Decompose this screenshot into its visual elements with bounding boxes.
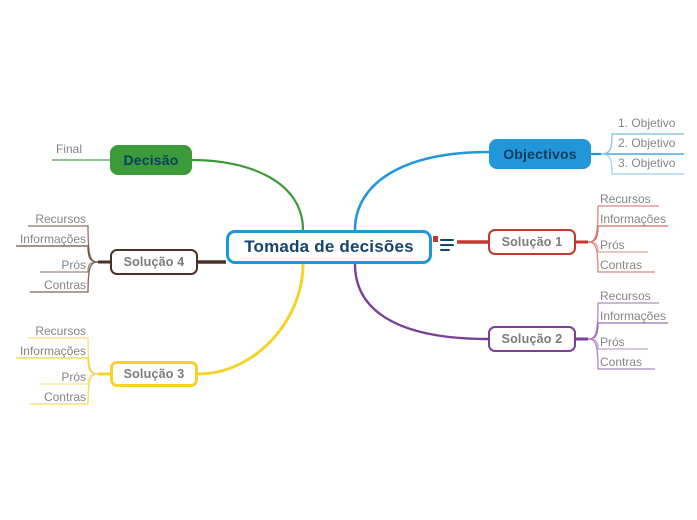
leaf-solucao1-pros[interactable]: Prós: [600, 238, 625, 252]
leaf-solucao2-contras[interactable]: Contras: [600, 355, 643, 369]
node-solucao-3[interactable]: Solução 3: [110, 361, 198, 387]
leaf-solucao1-informacoes[interactable]: Informações: [600, 212, 667, 226]
hamburger-icon[interactable]: [440, 239, 454, 251]
leaf-solucao2-recursos[interactable]: Recursos: [600, 289, 651, 303]
node-objectivos[interactable]: Objectivos: [489, 139, 591, 169]
leaf-objetivo-2[interactable]: 2. Objetivo: [618, 136, 676, 150]
edge-central-objectivos: [353, 150, 490, 231]
edge-central-solucao2: [353, 263, 489, 341]
leaf-objetivo-1[interactable]: 1. Objetivo: [618, 116, 676, 130]
note-marker-icon: [433, 236, 438, 242]
leaf-objetivo-3[interactable]: 3. Objetivo: [618, 156, 676, 170]
node-solucao-4[interactable]: Solução 4: [110, 249, 198, 275]
leaf-solucao4-contras[interactable]: Contras: [43, 278, 86, 292]
node-solucao-1[interactable]: Solução 1: [488, 229, 576, 255]
leaf-solucao1-recursos[interactable]: Recursos: [600, 192, 651, 206]
node-solucao-2[interactable]: Solução 2: [488, 326, 576, 352]
leaf-decisao-final[interactable]: Final: [55, 142, 82, 156]
leaf-solucao2-pros[interactable]: Prós: [600, 335, 625, 349]
edge-central-decisao: [191, 158, 305, 231]
edge-central-solucao3: [197, 263, 305, 376]
leaf-solucao4-informacoes[interactable]: Informações: [19, 232, 86, 246]
leaf-solucao3-pros[interactable]: Prós: [61, 370, 86, 384]
leaf-solucao1-contras[interactable]: Contras: [600, 258, 643, 272]
leaf-solucao3-recursos[interactable]: Recursos: [35, 324, 86, 338]
leaf-solucao3-contras[interactable]: Contras: [43, 390, 86, 404]
leaf-solucao4-recursos[interactable]: Recursos: [35, 212, 86, 226]
central-node[interactable]: Tomada de decisões: [226, 230, 432, 264]
node-decisao[interactable]: Decisão: [110, 145, 192, 175]
leaf-solucao3-informacoes[interactable]: Informações: [19, 344, 86, 358]
leaf-solucao4-pros[interactable]: Prós: [61, 258, 86, 272]
leaf-solucao2-informacoes[interactable]: Informações: [600, 309, 667, 323]
